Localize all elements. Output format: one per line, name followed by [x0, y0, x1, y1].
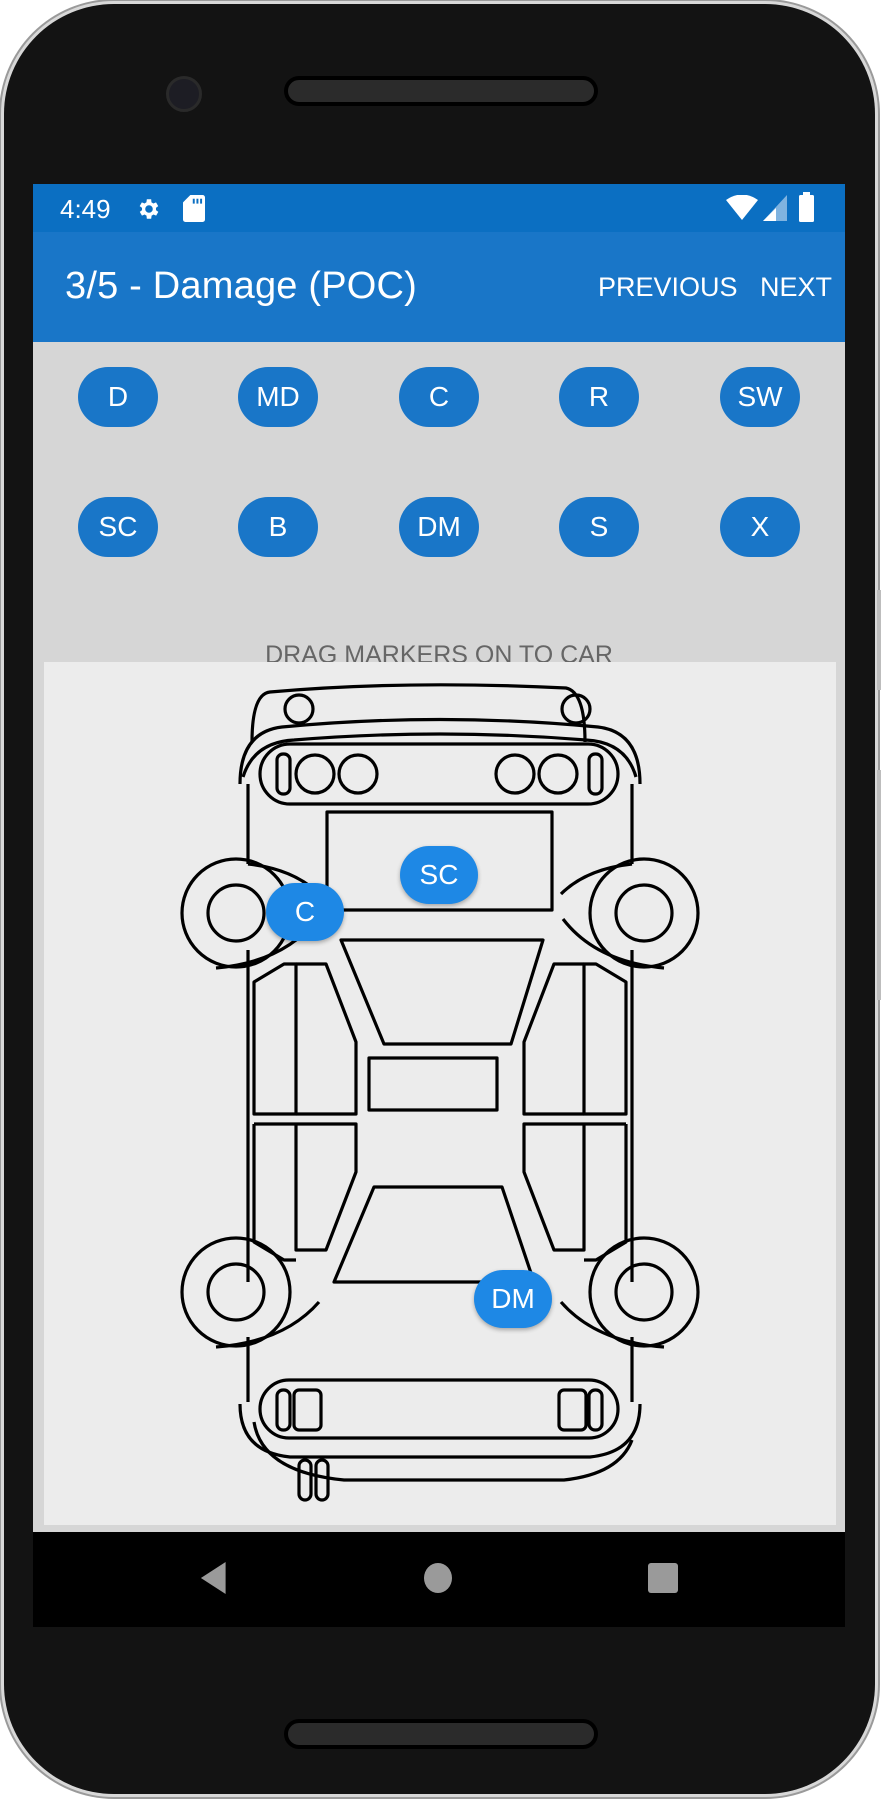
- status-time: 4:49: [60, 194, 111, 224]
- front-camera: [166, 76, 202, 112]
- placed-marker-dm[interactable]: DM: [474, 1270, 552, 1328]
- marker-x[interactable]: X: [720, 497, 800, 557]
- cell-signal-icon: [763, 195, 787, 221]
- marker-s[interactable]: S: [559, 497, 639, 557]
- marker-b[interactable]: B: [238, 497, 318, 557]
- placed-marker-c[interactable]: C: [266, 883, 344, 941]
- marker-sw[interactable]: SW: [720, 367, 800, 427]
- car-canvas[interactable]: SC C DM: [44, 662, 836, 1525]
- marker-r[interactable]: R: [559, 367, 639, 427]
- system-nav-bar: [33, 1532, 845, 1627]
- car-diagram-icon: [180, 683, 700, 1502]
- gear-icon: [139, 199, 159, 219]
- status-bar: 4:49: [33, 184, 845, 232]
- back-icon[interactable]: [198, 1560, 228, 1596]
- marker-d[interactable]: D: [78, 367, 158, 427]
- car-canvas-container: SC C DM: [33, 662, 845, 1532]
- volume-button: [877, 590, 881, 690]
- recents-icon[interactable]: [647, 1562, 679, 1594]
- previous-button[interactable]: PREVIOUS: [598, 272, 738, 302]
- page-title: 3/5 - Damage (POC): [65, 265, 418, 307]
- marker-md[interactable]: MD: [238, 367, 318, 427]
- bottom-speaker: [284, 1719, 598, 1749]
- wifi-icon: [726, 195, 758, 220]
- sd-card-icon: [183, 195, 205, 222]
- marker-sc[interactable]: SC: [78, 497, 158, 557]
- next-button[interactable]: NEXT: [760, 272, 833, 302]
- home-icon[interactable]: [423, 1562, 453, 1594]
- power-button: [877, 770, 881, 1000]
- marker-c[interactable]: C: [399, 367, 479, 427]
- marker-dm[interactable]: DM: [399, 497, 479, 557]
- earpiece-speaker: [284, 76, 598, 106]
- marker-palette: D MD C R SW SC B DM S X: [33, 342, 845, 662]
- placed-marker-sc[interactable]: SC: [400, 846, 478, 904]
- app-bar: 3/5 - Damage (POC) PREVIOUS NEXT: [33, 232, 845, 342]
- screen: 4:49 3/5 - Damage (POC) PREVIOUS NEXT D …: [33, 184, 845, 1627]
- battery-icon: [799, 192, 814, 222]
